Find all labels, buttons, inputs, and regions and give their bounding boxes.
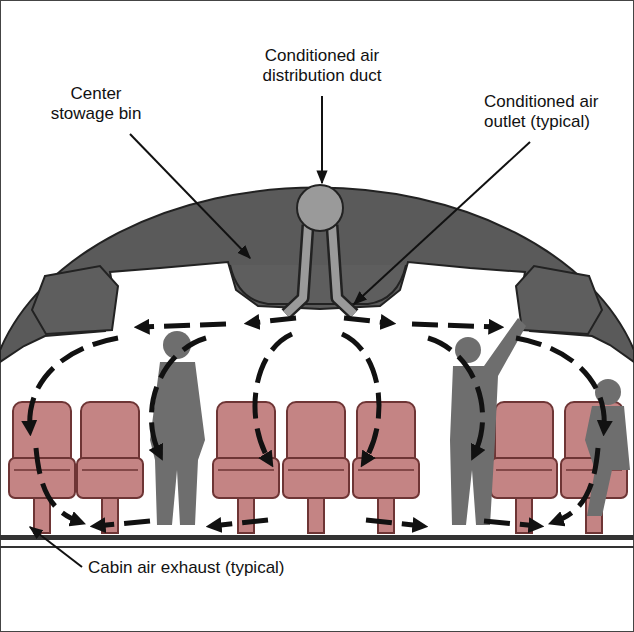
side-stowage-bin bbox=[32, 266, 118, 334]
callout-label: Center stowage bin bbox=[40, 84, 152, 124]
airflow-arrow bbox=[554, 448, 598, 522]
airflow-arrow bbox=[366, 520, 422, 526]
person-body bbox=[585, 406, 630, 516]
duct-leg bbox=[286, 225, 308, 314]
airflow-arrow bbox=[484, 521, 538, 526]
airflow-arrow bbox=[96, 521, 150, 526]
duct-leg bbox=[286, 225, 308, 314]
cabin-floor bbox=[0, 535, 634, 540]
leader-line bbox=[321, 96, 323, 183]
seat-rows bbox=[9, 402, 627, 533]
person-body bbox=[450, 318, 526, 525]
airflow-arrow bbox=[412, 324, 498, 327]
side-stowage-bin bbox=[516, 266, 602, 334]
airflow-arrow bbox=[344, 318, 390, 323]
callout-label: Conditioned air outlet (typical) bbox=[484, 92, 630, 132]
seat bbox=[283, 402, 349, 533]
leader-line bbox=[130, 134, 250, 258]
person-body bbox=[150, 362, 205, 525]
callout-label: Cabin air exhaust (typical) bbox=[88, 558, 408, 578]
seat bbox=[213, 402, 279, 533]
leader-line bbox=[354, 142, 530, 304]
airflow-arrow bbox=[250, 318, 296, 323]
airflow-arrow bbox=[342, 334, 379, 462]
duct-leg bbox=[332, 225, 354, 314]
duct-pipe bbox=[297, 185, 343, 231]
airflow-arrow bbox=[36, 448, 80, 522]
seat bbox=[491, 402, 557, 533]
distribution-duct bbox=[286, 185, 354, 314]
seat bbox=[77, 402, 143, 533]
callout-label: Conditioned air distribution duct bbox=[237, 46, 407, 86]
airflow-arrow bbox=[151, 338, 206, 455]
airflow-arrow bbox=[516, 338, 604, 430]
seat bbox=[353, 402, 419, 533]
passengers bbox=[150, 318, 630, 525]
airflow-arrow bbox=[428, 338, 483, 455]
leader-lines bbox=[30, 96, 530, 567]
airflow-arrow bbox=[140, 324, 226, 327]
airflow-arrow bbox=[212, 520, 268, 526]
duct-leg bbox=[332, 225, 354, 314]
center-stowage-bin bbox=[230, 265, 406, 304]
airflow-arrow bbox=[255, 334, 292, 462]
leader-line bbox=[30, 527, 82, 567]
airflow-arrows bbox=[30, 318, 605, 526]
cabin-floor bbox=[0, 546, 634, 548]
airflow-arrow bbox=[30, 338, 118, 430]
